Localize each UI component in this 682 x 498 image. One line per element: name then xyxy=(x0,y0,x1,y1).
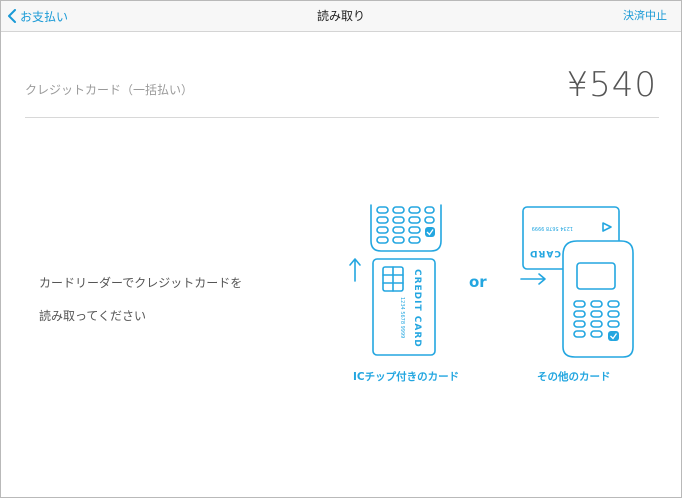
other-card-caption: その他のカード xyxy=(537,371,611,383)
navigation-bar: お支払い 読み取り 決済中止 xyxy=(1,1,681,32)
instruction-text: カードリーダーでクレジットカードを 読み取ってください xyxy=(39,267,242,333)
ic-card-number: 1234 5678 9999 xyxy=(399,297,405,338)
card-reader-illustration-svg: CREDIT CARD 1234 5678 9999 1234 5678 999… xyxy=(349,204,634,358)
swipe-card-text: CARD xyxy=(529,248,561,258)
back-button-label: お支払い xyxy=(20,9,69,24)
ic-card-text: CREDIT CARD xyxy=(412,269,422,348)
divider xyxy=(25,117,659,118)
cancel-payment-button[interactable]: 決済中止 xyxy=(623,9,667,22)
swipe-card-number: 1234 5678 9999 xyxy=(532,225,573,231)
ic-reader-body xyxy=(370,204,442,252)
chevron-left-icon xyxy=(8,9,16,23)
ic-card-caption: ICチップ付きのカード xyxy=(353,371,460,383)
back-button[interactable]: お支払い xyxy=(7,1,68,31)
other-reader-keys xyxy=(573,300,620,338)
instruction-line-2: 読み取ってください xyxy=(39,309,147,323)
other-reader-body xyxy=(562,240,634,358)
ic-reader-confirm-key xyxy=(425,227,435,237)
swipe-arrow xyxy=(520,273,546,285)
ic-reader-keys xyxy=(376,206,435,244)
page-title: 読み取り xyxy=(316,9,365,23)
ic-card xyxy=(372,258,436,356)
instruction-line-1: カードリーダーでクレジットカードを xyxy=(39,276,243,290)
other-reader-confirm-key xyxy=(608,331,619,341)
other-reader-screen xyxy=(576,262,616,290)
or-label: or xyxy=(469,273,487,291)
insert-arrow xyxy=(349,258,361,282)
payment-method-label: クレジットカード（一括払い） xyxy=(25,83,194,97)
payment-amount: ¥540 xyxy=(566,65,657,105)
